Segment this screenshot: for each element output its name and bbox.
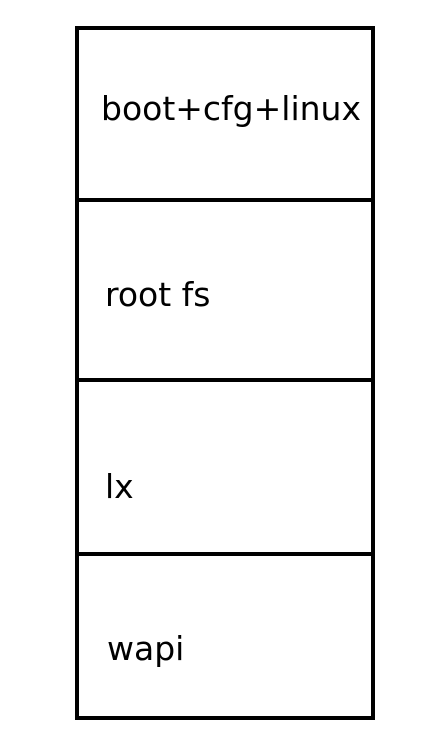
memory-layout-stack: boot+cfg+linux root fs lx wapi bbox=[75, 26, 375, 720]
block-lx: lx bbox=[79, 378, 371, 554]
block-root-fs: root fs bbox=[79, 198, 371, 380]
block-wapi: wapi bbox=[79, 552, 371, 716]
block-label: lx bbox=[105, 467, 134, 506]
block-label: boot+cfg+linux bbox=[101, 89, 361, 128]
block-label: wapi bbox=[107, 629, 185, 668]
block-boot-cfg-linux: boot+cfg+linux bbox=[79, 30, 371, 200]
block-label: root fs bbox=[105, 275, 211, 314]
